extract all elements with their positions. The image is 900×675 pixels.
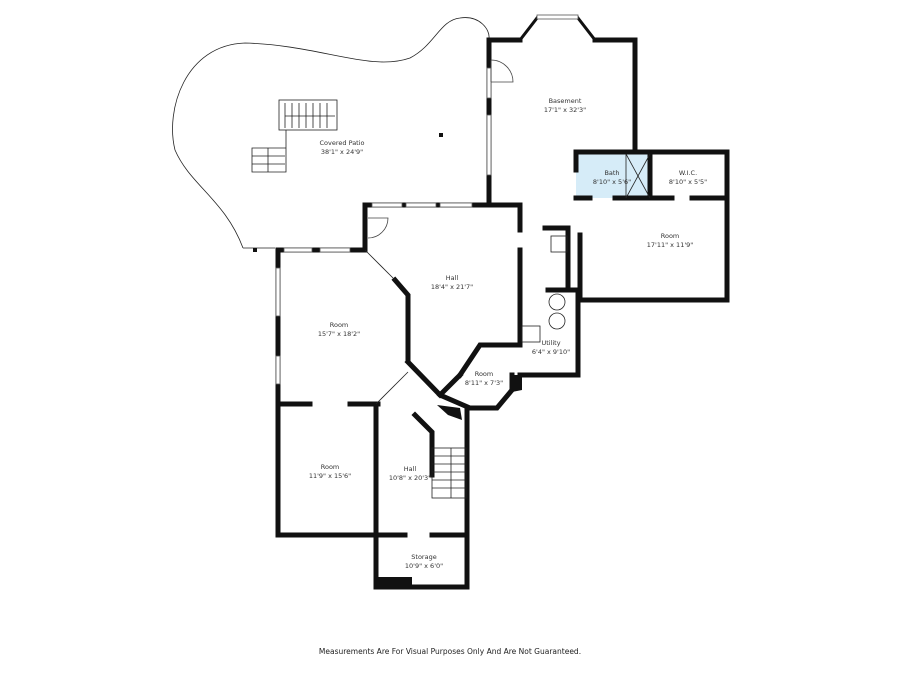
core-walls xyxy=(375,342,523,420)
patio-post-2 xyxy=(253,248,257,252)
lower-walls xyxy=(373,407,470,590)
room-west-walls xyxy=(275,247,411,585)
interior-stairs xyxy=(431,447,467,499)
patio-stairs xyxy=(251,99,338,173)
hall-upper-walls xyxy=(362,202,581,378)
disclaimer: Measurements Are For Visual Purposes Onl… xyxy=(318,647,582,656)
patio-post xyxy=(439,133,443,137)
room-label-wic: W.I.C.8'10" x 5'5" xyxy=(668,169,708,186)
patio-outline xyxy=(172,17,490,249)
basement-walls xyxy=(486,14,638,208)
